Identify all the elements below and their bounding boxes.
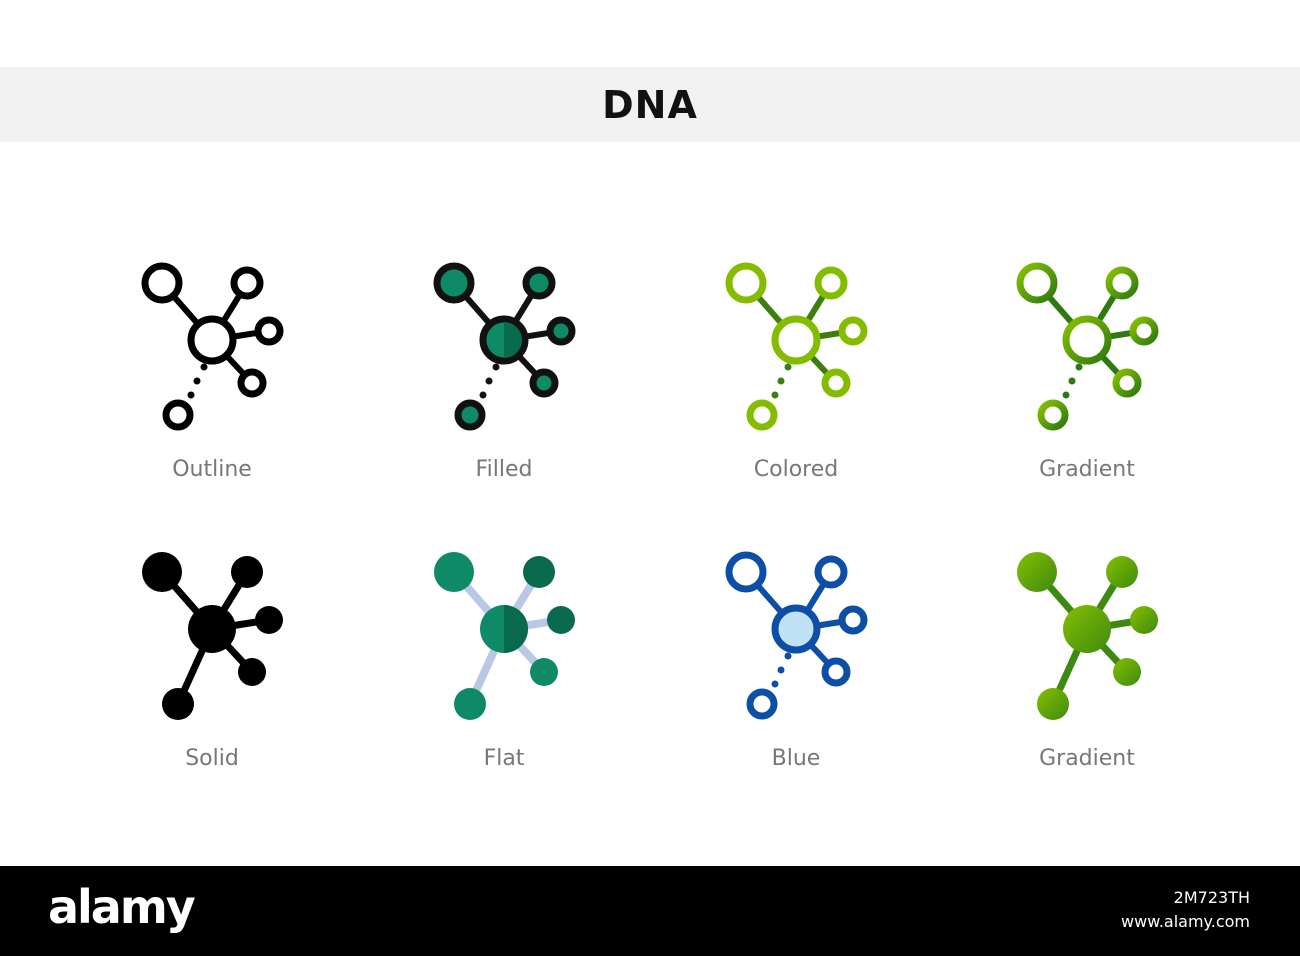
bond-dot [187,391,195,399]
atom-node-r [838,605,868,635]
atom-node-r [838,316,868,346]
atom-center [1062,315,1112,365]
atom-node-br [237,368,267,398]
atom-node-tl [433,262,475,304]
atom-node-tl [725,551,767,593]
icon-card-colored: Colored [676,255,916,482]
atom-node-tr [814,266,848,300]
atom-node-tl [141,262,183,304]
atom-node-tr [1105,266,1139,300]
atom-node-bl [746,688,778,720]
atom-center-shade [504,605,528,653]
icon-label-blue: Blue [771,746,821,771]
bond-dot [771,680,779,688]
footer-bar: alamy 2M723TH www.alamy.com [0,866,1300,956]
atom-node-tr [523,556,555,588]
atom-node-bl [454,399,486,431]
atom-center [1063,605,1111,653]
icon-label-outline: Outline [172,457,252,482]
atom-node-bl [1037,399,1069,431]
atom-node-br [1113,658,1141,686]
icon-card-solid: Solid [92,544,332,771]
molecule-flat-icon [434,552,575,720]
atom-node-r [1130,606,1158,634]
atom-node-tr [814,555,848,589]
bond-dot [777,377,785,385]
molecule-solid-icon [142,552,283,720]
atom-node-tr [522,266,556,300]
image-info: 2M723TH www.alamy.com [1121,886,1250,934]
atom-node-br [821,368,851,398]
icon-card-filled: Filled [384,255,624,482]
site-url: www.alamy.com [1121,912,1250,931]
icon-card-outline: Outline [92,255,332,482]
atom-node-bl [454,688,486,720]
bond-dot [200,363,208,371]
icon-label-flat: Flat [483,746,525,771]
icon-label-solid: Solid [185,746,239,771]
icon-card-gradient-solid: Gradient [967,544,1207,771]
title-bar: DNA [0,67,1300,142]
atom-node-bl [162,399,194,431]
atom-node-br [1112,368,1142,398]
atom-node-tr [230,266,264,300]
atom-node-tl [1016,262,1058,304]
atom-node-bl [746,399,778,431]
bond-dot [1075,363,1083,371]
atom-node-br [529,368,559,398]
icon-card-gradient-outline: Gradient [967,255,1207,482]
atom-node-tr [231,556,263,588]
atom-center [187,315,237,365]
atom-node-r [546,316,576,346]
bond-dot [777,666,785,674]
atom-node-tl [1017,552,1057,592]
atom-node-r [1129,316,1159,346]
atom-node-bl [1037,688,1069,720]
bond-dot [1062,391,1070,399]
icon-card-blue: Blue [676,544,916,771]
atom-center-shade [504,322,522,358]
icon-label-filled: Filled [475,457,533,482]
molecule-filled-icon [433,262,576,431]
atom-node-tr [1106,556,1138,588]
icon-card-flat: Flat [384,544,624,771]
molecule-gradient-outline-icon [1016,262,1159,431]
atom-node-r [547,606,575,634]
atom-node-r [254,316,284,346]
atom-node-br [238,658,266,686]
molecule-gradient-solid-icon [1017,552,1158,720]
atom-node-r [255,606,283,634]
icon-label-colored: Colored [753,457,839,482]
atom-center [771,604,821,654]
bond-dot [485,377,493,385]
icon-label-gradient-outline: Gradient [1039,457,1135,482]
bond-dot [1068,377,1076,385]
atom-node-tl [434,552,474,592]
bond-dot [492,363,500,371]
bond-dot [771,391,779,399]
bond-dot [193,377,201,385]
bond-dot [784,652,792,660]
page-title: DNA [602,82,698,127]
molecule-colored-icon [725,262,868,431]
molecule-outline-icon [141,262,284,431]
bond-dot [784,363,792,371]
bond-dot [479,391,487,399]
atom-center [188,605,236,653]
atom-node-br [530,658,558,686]
image-id: 2M723TH [1173,888,1250,907]
atom-node-br [821,657,851,687]
atom-node-tl [725,262,767,304]
alamy-logo: alamy [48,880,196,934]
atom-node-tl [142,552,182,592]
icon-grid: Outline Filled Colored Gradient Solid Fl… [92,255,1207,771]
atom-node-bl [162,688,194,720]
icon-label-gradient-solid: Gradient [1039,746,1135,771]
molecule-blue-icon [725,551,868,720]
atom-center [771,315,821,365]
